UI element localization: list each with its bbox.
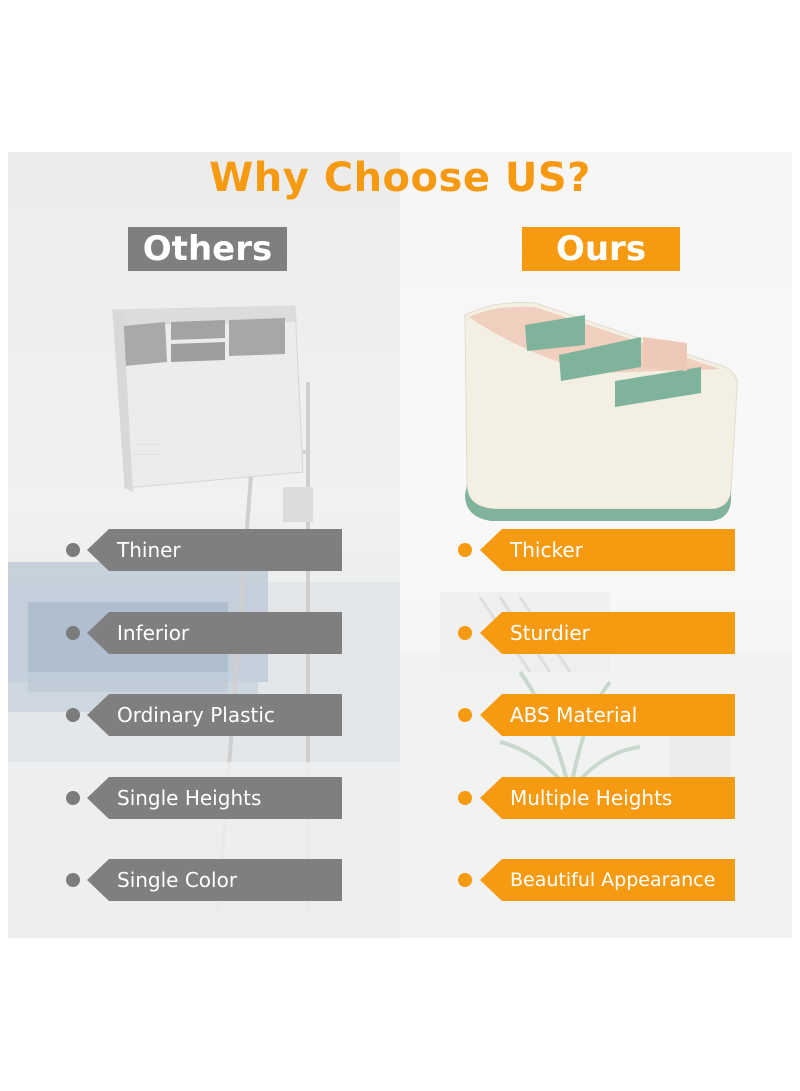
- ours-feature-row: Multiple Heights: [0, 777, 800, 819]
- others-feature-row: Single Heights: [0, 777, 400, 819]
- bullet-dot-icon: [458, 873, 472, 887]
- feature-arrow-banner: Ordinary Plastic: [87, 694, 342, 736]
- others-tag: Others: [128, 227, 287, 271]
- others-feature-row: Ordinary Plastic: [0, 694, 400, 736]
- others-feature-row: Single Color: [0, 859, 400, 901]
- feature-label: Inferior: [117, 621, 190, 645]
- others-product-image: · · · · · · · · · · · · · ·: [112, 305, 304, 492]
- feature-label: Sturdier: [510, 621, 590, 645]
- feature-arrow-banner: Sturdier: [480, 612, 735, 654]
- svg-text:· · · · · · ·: · · · · · · ·: [133, 442, 158, 449]
- others-feature-row: Thiner: [0, 529, 400, 571]
- feature-arrow-banner: Single Color: [87, 859, 342, 901]
- feature-label: Single Color: [117, 868, 238, 892]
- feature-label: Thicker: [510, 538, 583, 562]
- feature-label: Beautiful Appearance: [510, 869, 716, 891]
- ours-feature-row: Thicker: [0, 529, 800, 571]
- feature-arrow-banner: ABS Material: [480, 694, 735, 736]
- bullet-dot-icon: [458, 626, 472, 640]
- bullet-dot-icon: [458, 708, 472, 722]
- others-feature-row: Inferior: [0, 612, 400, 654]
- feature-arrow-banner: Multiple Heights: [480, 777, 735, 819]
- ours-feature-row: ABS Material: [0, 694, 800, 736]
- feature-arrow-banner: Inferior: [87, 612, 342, 654]
- page-title: Why Choose US?: [209, 155, 591, 201]
- bullet-dot-icon: [66, 708, 80, 722]
- feature-label: ABS Material: [510, 703, 638, 727]
- svg-text:· · · · · · ·: · · · · · · ·: [133, 452, 158, 459]
- bullet-dot-icon: [66, 543, 80, 557]
- feature-arrow-banner: Single Heights: [87, 777, 342, 819]
- feature-label: Multiple Heights: [510, 786, 673, 810]
- feature-label: Ordinary Plastic: [117, 703, 275, 727]
- bullet-dot-icon: [458, 791, 472, 805]
- ours-feature-row: Beautiful Appearance: [0, 859, 800, 901]
- bullet-dot-icon: [66, 873, 80, 887]
- bullet-dot-icon: [66, 626, 80, 640]
- bullet-dot-icon: [458, 543, 472, 557]
- feature-arrow-banner: Thicker: [480, 529, 735, 571]
- ours-tag: Ours: [522, 227, 680, 271]
- ours-feature-row: Sturdier: [0, 612, 800, 654]
- feature-arrow-banner: Thiner: [87, 529, 342, 571]
- ours-product-image: [464, 302, 738, 521]
- feature-arrow-banner: Beautiful Appearance: [480, 859, 735, 901]
- bullet-dot-icon: [66, 791, 80, 805]
- feature-label: Thiner: [117, 538, 181, 562]
- feature-label: Single Heights: [117, 786, 262, 810]
